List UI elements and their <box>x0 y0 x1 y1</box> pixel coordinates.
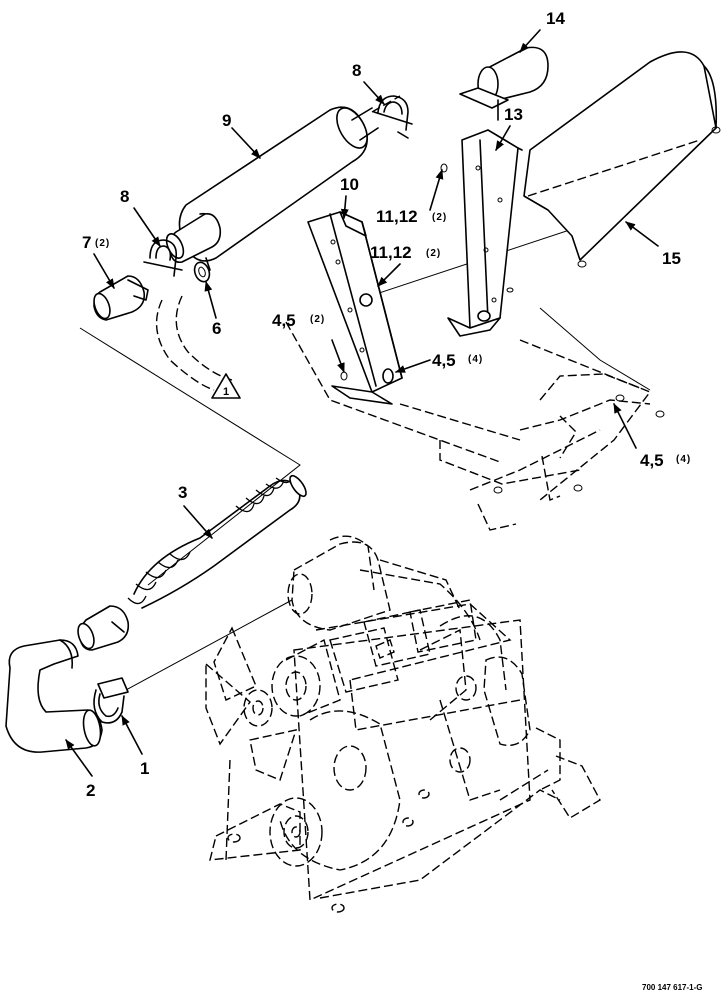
callout-11-12-b: 11,12 (2) <box>370 243 441 262</box>
elbow-clamp <box>77 605 130 651</box>
callout-arrows <box>65 29 659 777</box>
callout-8-lower: 8 <box>120 187 129 206</box>
band-clamp <box>93 275 149 321</box>
callout-10-number: 10 <box>340 175 359 194</box>
callout-14-number: 14 <box>546 9 565 28</box>
document-id: 700 147 617-1-G <box>642 983 703 992</box>
callout-4-5-a: 4,5 (2) <box>272 311 325 330</box>
standoff-bracket-10 <box>307 211 403 405</box>
callout-11-12-b-number: 11,12 <box>370 243 412 262</box>
u-bolt-clamp-upper <box>373 95 413 139</box>
muffler <box>165 95 401 276</box>
callout-7-qty: (2) <box>95 238 110 249</box>
callout-4-5-a-number: 4,5 <box>272 311 296 330</box>
heat-shield <box>523 51 721 268</box>
callout-15: 15 <box>662 249 681 268</box>
callout-11-12-a-qty: (2) <box>432 212 447 223</box>
callout-7: 7 (2) <box>82 233 110 252</box>
note-triangle: 1 <box>211 373 241 399</box>
callout-4-5-c: 4,5 (4) <box>640 451 691 470</box>
callout-4-5-b: 4,5 (4) <box>432 351 483 370</box>
rain-cap <box>459 46 549 121</box>
mounting-frame-phantom <box>285 321 652 531</box>
callout-2: 2 <box>86 781 95 800</box>
u-bolt-clamp-lower <box>143 239 183 277</box>
callout-8-upper-number: 8 <box>352 61 361 80</box>
note-triangle-label: 1 <box>223 386 229 398</box>
callout-8-lower-number: 8 <box>120 187 129 206</box>
callout-4-5-b-number: 4,5 <box>432 351 456 370</box>
callout-11-12-b-qty: (2) <box>426 248 441 259</box>
callout-13-number: 13 <box>504 105 523 124</box>
elbow-hose <box>5 639 103 753</box>
callout-4-5-a-qty: (2) <box>310 314 325 325</box>
callout-9: 9 <box>222 111 231 130</box>
callout-10: 10 <box>340 175 359 194</box>
callout-3: 3 <box>178 483 187 502</box>
callout-11-12-a: 11,12 (2) <box>376 207 447 226</box>
gasket-ring <box>193 261 211 283</box>
standoff-bracket-13 <box>447 129 523 337</box>
callout-11-12-a-number: 11,12 <box>376 207 418 226</box>
callout-2-number: 2 <box>86 781 95 800</box>
callout-6: 6 <box>212 319 221 338</box>
hose-clamp <box>93 677 129 724</box>
engine-phantom <box>205 535 601 913</box>
callout-9-number: 9 <box>222 111 231 130</box>
callout-3-number: 3 <box>178 483 187 502</box>
callout-1: 1 <box>140 759 149 778</box>
callout-15-number: 15 <box>662 249 681 268</box>
callout-6-number: 6 <box>212 319 221 338</box>
tailpipe-path <box>155 295 233 391</box>
callout-7-number: 7 <box>82 233 91 252</box>
callout-14: 14 <box>546 9 565 28</box>
callout-4-5-c-qty: (4) <box>676 454 691 465</box>
callout-13: 13 <box>504 105 523 124</box>
callout-8-upper: 8 <box>352 61 361 80</box>
callout-4-5-b-qty: (4) <box>468 354 483 365</box>
callout-1-number: 1 <box>140 759 149 778</box>
callout-4-5-c-number: 4,5 <box>640 451 664 470</box>
flex-pipe <box>127 474 307 609</box>
